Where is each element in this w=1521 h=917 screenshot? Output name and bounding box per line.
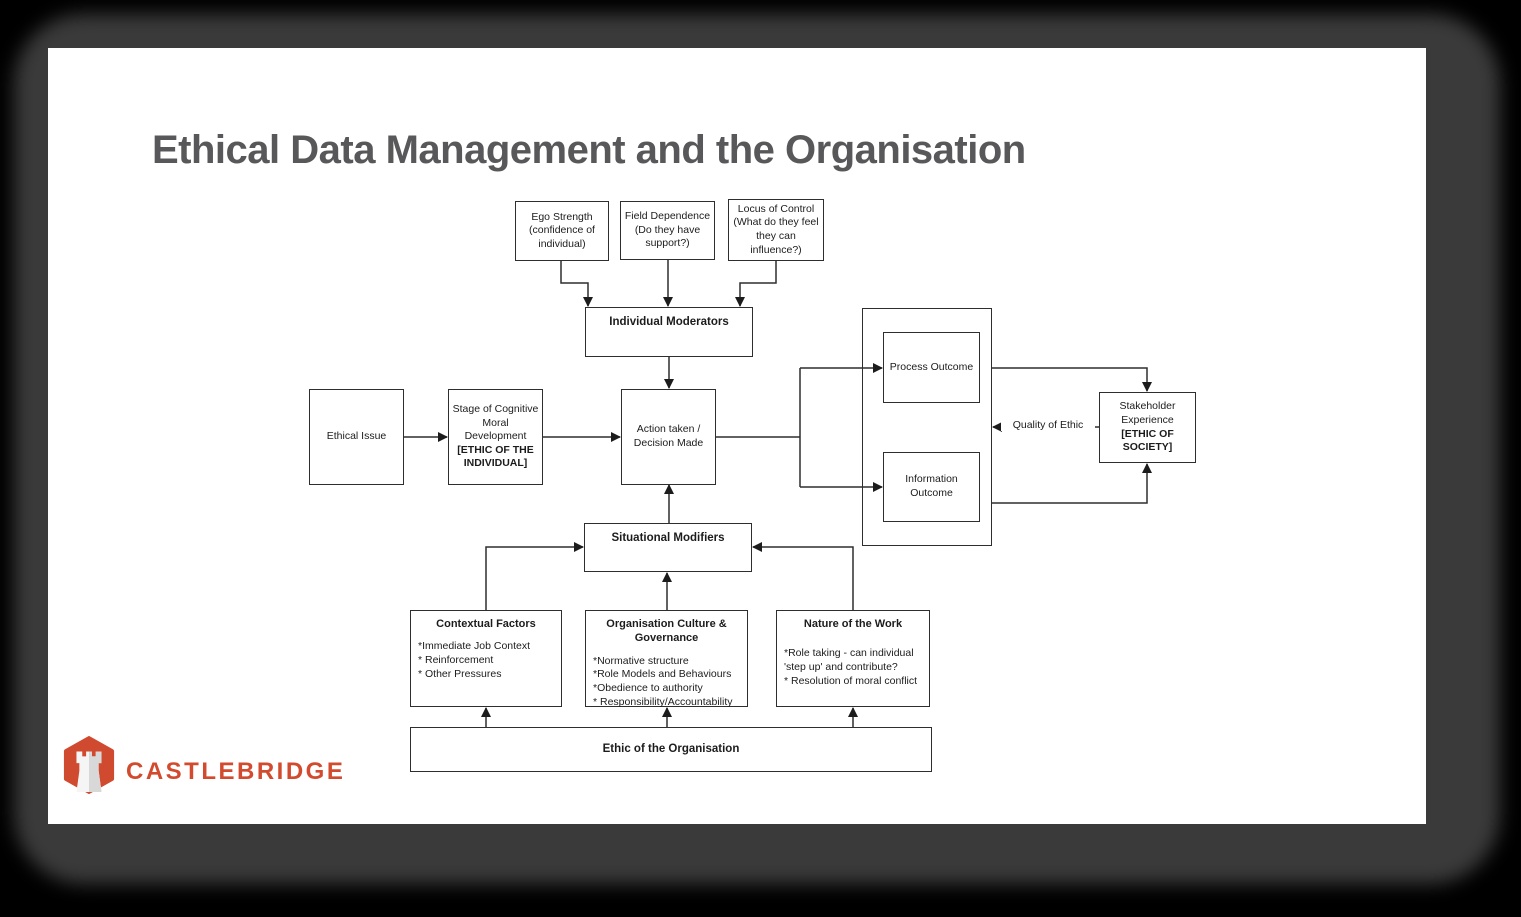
node-label: Process Outcome [889, 360, 974, 373]
edge-contextual-to-situational [485, 542, 584, 610]
list-item: *Immediate Job Context [418, 640, 531, 653]
node-contextual-factors: Contextual Factors *Immediate Job Contex… [410, 610, 562, 707]
node-label: Action taken / Decision Made [633, 423, 704, 449]
edge-locus-to-moderators [735, 261, 777, 307]
node-label: Stakeholder Experience [1119, 400, 1176, 426]
node-nature-of-work: Nature of the Work *Role taking - can in… [776, 610, 930, 707]
list-item: * Other Pressures [418, 668, 502, 681]
list-item: *Obedience to authority [593, 682, 703, 695]
ethics-flowchart: Ego Strength (confidence of individual) … [48, 48, 1426, 824]
edge-ego-to-moderators [560, 261, 593, 307]
node-action-taken: Action taken / Decision Made [621, 389, 716, 485]
edge-information-to-stakeholder [992, 463, 1152, 504]
node-label: Situational Modifiers [611, 532, 725, 544]
node-individual-moderators: Individual Moderators [585, 307, 753, 357]
node-label: Stage of Cognitive Moral Development [452, 402, 539, 443]
node-label: Ethical Issue [326, 430, 387, 443]
brand-wordmark: CASTLEBRIDGE [126, 758, 346, 785]
list-item: * Reinforcement [418, 654, 494, 667]
edge-label-quality-of-ethic: Quality of Ethic [1001, 419, 1095, 431]
node-label: Field Dependence (Do they have support?) [624, 210, 711, 250]
node-ethical-issue: Ethical Issue [309, 389, 404, 485]
castlebridge-logo: CASTLEBRIDGE [62, 736, 345, 794]
node-label: Ego Strength (confidence of individual) [529, 210, 595, 250]
page-title: Ethical Data Management and the Organisa… [152, 128, 1026, 172]
list-item: *Normative structure [593, 654, 689, 667]
node-process-outcome: Process Outcome [883, 332, 980, 403]
node-ethic-of-organisation: Ethic of the Organisation [410, 727, 932, 772]
connector-layer [404, 260, 1152, 727]
node-label: Individual Moderators [609, 316, 729, 328]
slide-canvas: Ethical Data Management and the Organisa… [48, 48, 1426, 824]
node-situational-modifiers: Situational Modifiers [584, 523, 752, 572]
node-cognitive-stage: Stage of Cognitive Moral Development [ET… [448, 389, 543, 485]
node-information-outcome: Information Outcome [883, 452, 980, 522]
node-stakeholder-experience: Stakeholder Experience [ETHIC OF SOCIETY… [1099, 392, 1196, 463]
node-title: Contextual Factors [436, 618, 536, 630]
list-item: * Resolution of moral conflict [784, 675, 918, 688]
node-title: Organisation Culture & Governance [606, 618, 727, 645]
edge-nature-to-situational [752, 542, 854, 610]
list-item: * Responsibility/Accountability [593, 696, 733, 709]
node-ego-strength: Ego Strength (confidence of individual) [515, 201, 609, 261]
node-field-dependence: Field Dependence (Do they have support?) [620, 201, 715, 260]
node-emphasis-label: [ETHIC OF SOCIETY] [1121, 427, 1174, 454]
node-locus-of-control: Locus of Control (What do they feel they… [728, 199, 824, 261]
outcomes-container [862, 308, 992, 546]
list-item: *Role taking - can individual 'step up' … [784, 647, 914, 674]
node-label: Information Outcome [905, 473, 958, 499]
node-emphasis-label: [ETHIC OF THE INDIVIDUAL] [457, 443, 534, 470]
node-label: Ethic of the Organisation [602, 743, 740, 756]
node-title: Nature of the Work [803, 618, 903, 630]
list-item: *Role Models and Behaviours [593, 668, 732, 681]
castle-rook-hexagon-icon [63, 736, 115, 794]
edge-process-to-stakeholder [992, 367, 1152, 392]
node-organisation-culture: Organisation Culture & Governance *Norma… [585, 610, 748, 709]
node-label: Locus of Control (What do they feel they… [733, 202, 819, 256]
